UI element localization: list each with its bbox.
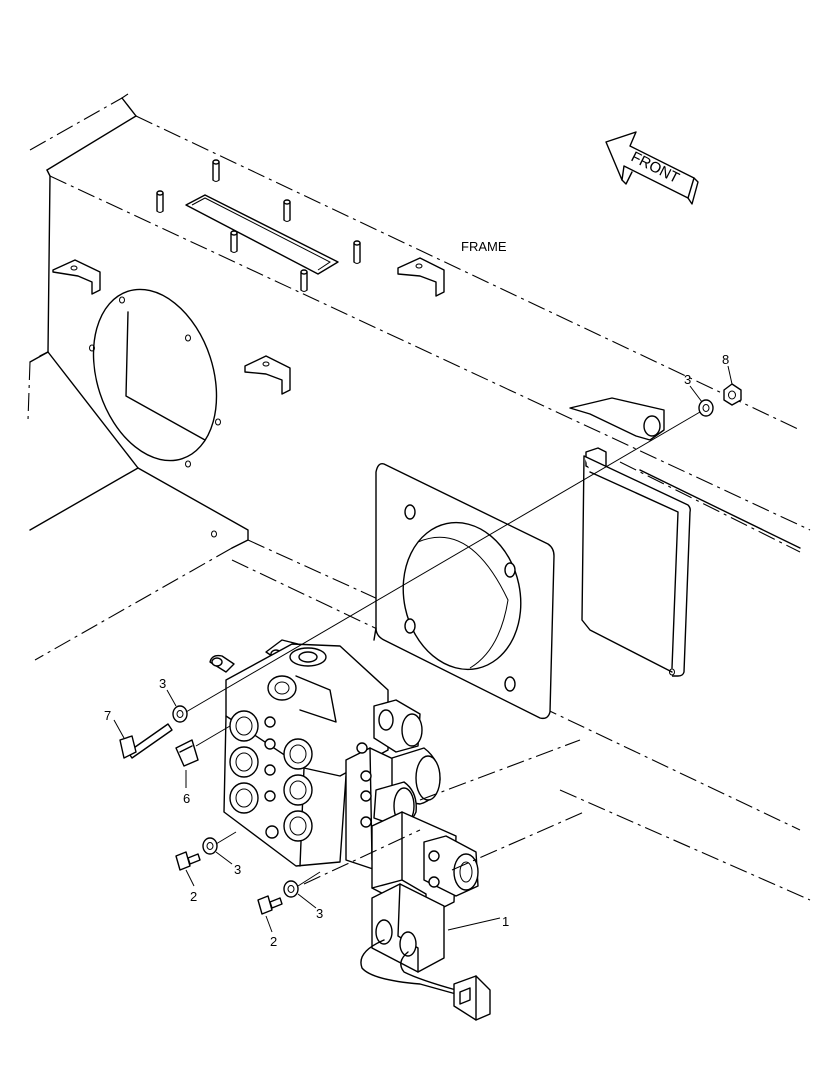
callout-3: 3 [234, 862, 241, 877]
callout-6: 6 [183, 791, 190, 806]
bracket-group [52, 257, 665, 473]
callout-3: 3 [159, 676, 166, 691]
callout-1: 1 [502, 914, 509, 929]
fasteners [119, 383, 742, 915]
callout-2: 2 [190, 889, 197, 904]
center-lines [185, 411, 701, 887]
callout-7: 7 [104, 708, 111, 723]
frame-label: FRAME [461, 239, 507, 254]
callout-3: 3 [684, 372, 691, 387]
stud-group [156, 159, 361, 292]
callout-2: 2 [270, 934, 277, 949]
leader-lines [113, 365, 733, 933]
valve-assembly [209, 639, 491, 1021]
callouts: 1 2 2 3 3 3 3 6 7 8 [104, 352, 729, 949]
callout-8: 8 [722, 352, 729, 367]
front-arrow-icon: FRONT [605, 131, 699, 205]
callout-3: 3 [316, 906, 323, 921]
mounting-plate [373, 455, 691, 720]
